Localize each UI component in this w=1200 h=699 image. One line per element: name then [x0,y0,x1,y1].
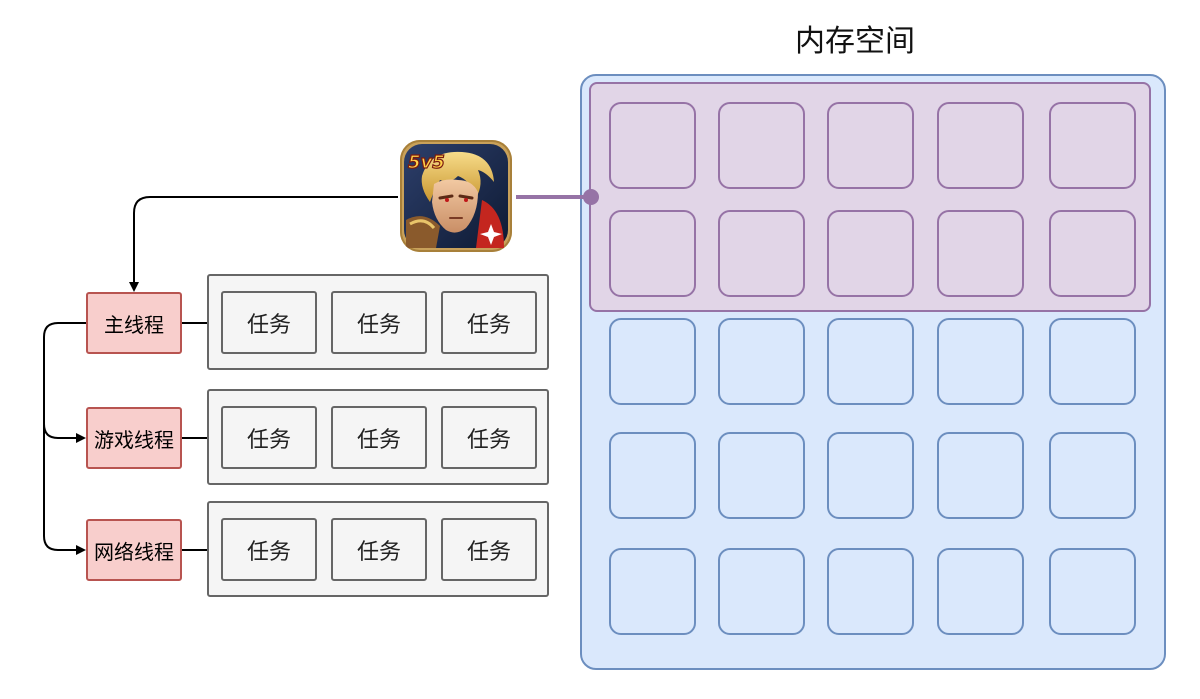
task-item[interactable]: 任务 [441,291,537,354]
memory-cell-free [609,432,696,519]
memory-cell-free [718,548,805,635]
thread-game[interactable]: 游戏线程 [86,407,182,469]
game-app-icon[interactable]: 5v5 [400,140,512,252]
memory-cell-allocated [1049,102,1136,189]
thread-network[interactable]: 网络线程 [86,519,182,581]
memory-cell-free [937,432,1024,519]
app-memory-link [516,189,599,205]
memory-cell-allocated [937,102,1024,189]
memory-cell-free [827,432,914,519]
memory-cell-allocated [609,102,696,189]
app-to-main-thread-connector [129,196,398,292]
memory-cell-free [718,318,805,405]
task-item[interactable]: 任务 [221,291,317,354]
memory-space-title: 内存空间 [795,24,915,59]
memory-cell-allocated [609,210,696,297]
memory-cell-free [827,548,914,635]
main-to-network-thread-connector [43,424,86,555]
memory-cell-allocated [718,210,805,297]
memory-cell-allocated [1049,210,1136,297]
memory-cell-free [1049,432,1136,519]
task-item[interactable]: 任务 [441,406,537,469]
memory-cell-free [1049,318,1136,405]
task-item[interactable]: 任务 [331,518,427,581]
main-to-game-thread-connector [43,322,86,443]
memory-cell-free [937,548,1024,635]
memory-cell-allocated [827,210,914,297]
memory-cell-free [937,318,1024,405]
task-item[interactable]: 任务 [331,406,427,469]
memory-cell-free [609,318,696,405]
memory-cell-allocated [827,102,914,189]
task-item[interactable]: 任务 [441,518,537,581]
memory-cell-free [718,432,805,519]
task-item[interactable]: 任务 [221,518,317,581]
app-badge-text: 5v5 [408,152,445,173]
task-item[interactable]: 任务 [221,406,317,469]
memory-cell-allocated [718,102,805,189]
task-item[interactable]: 任务 [331,291,427,354]
memory-cell-free [1049,548,1136,635]
thread-main[interactable]: 主线程 [86,292,182,354]
memory-cell-free [609,548,696,635]
memory-cell-free [827,318,914,405]
memory-cell-allocated [937,210,1024,297]
